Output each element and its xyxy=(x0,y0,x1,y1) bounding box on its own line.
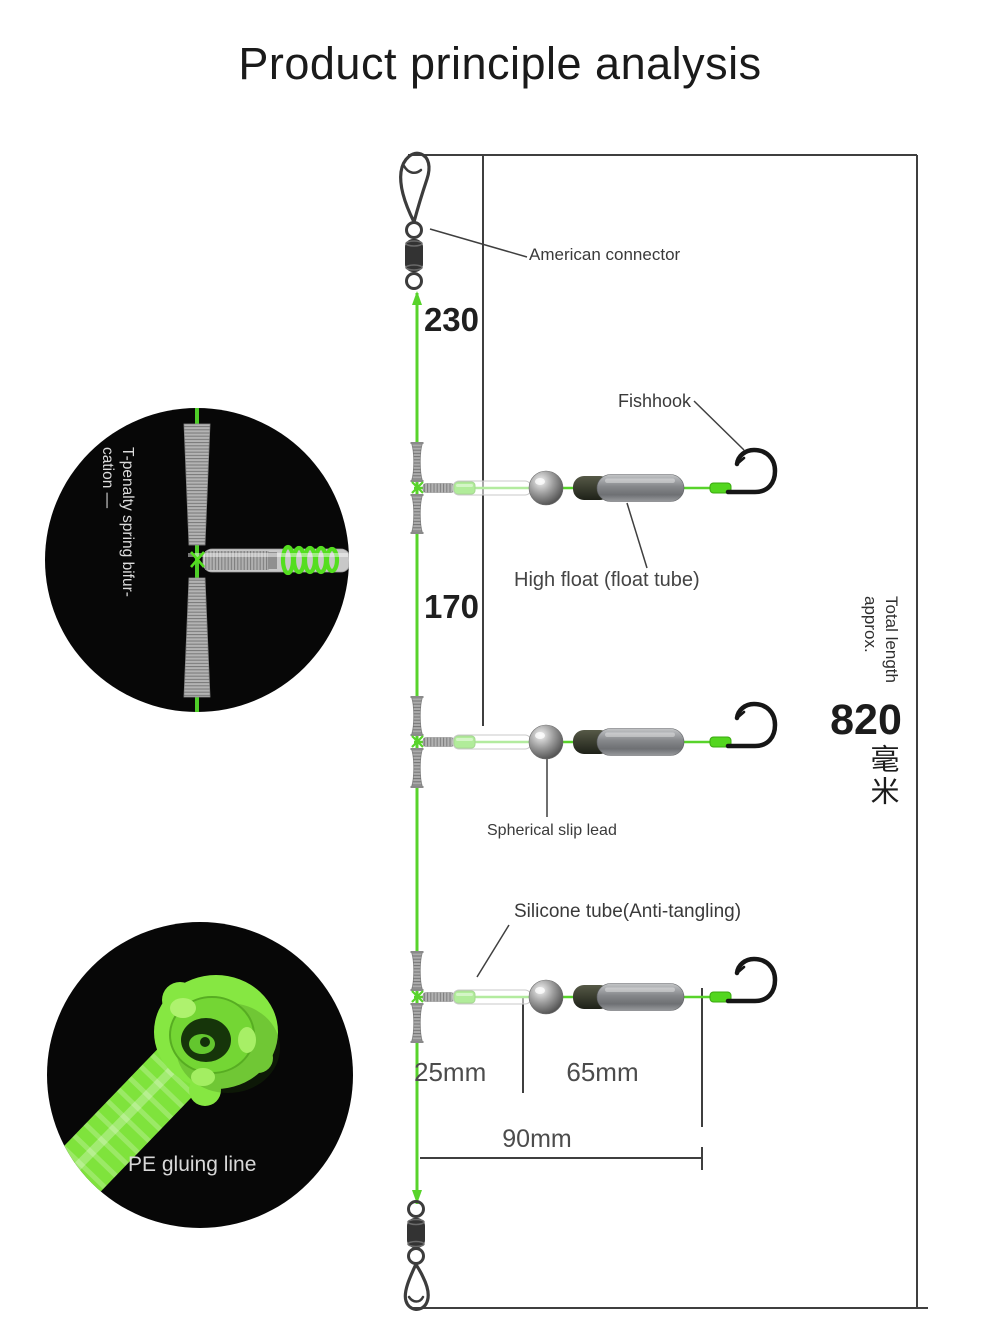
total-length-label-line1: Total length xyxy=(882,596,901,683)
t-spring-inset-label-line1: T-penalty spring bifur- xyxy=(119,447,136,597)
branch-assembly-1 xyxy=(412,450,775,505)
branch-assembly-2 xyxy=(412,704,775,759)
t-spring-vertical-coil xyxy=(183,423,211,698)
dimension-lines xyxy=(408,154,928,1309)
label-fishhook: Fishhook xyxy=(618,391,692,411)
t-spring-inset-label: T-penalty spring bifur- cation — xyxy=(95,447,137,657)
total-length-value: 820 xyxy=(830,696,902,744)
label-high-float: High float (float tube) xyxy=(514,569,700,591)
total-length-label-line2: approx. xyxy=(860,596,880,653)
inset-pe-line xyxy=(47,922,353,1228)
bottom-snap-swivel-icon xyxy=(403,1200,430,1311)
page-title: Product principle analysis xyxy=(238,38,762,89)
pe-tube-cross-section xyxy=(154,975,280,1106)
dimension-230: 230 xyxy=(423,301,479,338)
total-length-label: Total length approx. xyxy=(860,596,902,706)
total-length-unit: 毫米 xyxy=(866,744,898,808)
dimension-25mm: 25mm xyxy=(414,1057,487,1087)
label-silicone-tube: Silicone tube(Anti-tangling) xyxy=(514,901,742,922)
pe-tube xyxy=(47,1023,224,1221)
label-american-connector: American connector xyxy=(529,245,681,264)
american-connector-icon xyxy=(399,151,431,290)
label-spherical-slip-lead: Spherical slip lead xyxy=(487,822,617,839)
pointer-lines xyxy=(429,228,745,978)
branch-assembly-3 xyxy=(412,959,775,1014)
dimension-170: 170 xyxy=(423,588,479,625)
green-coil xyxy=(280,544,340,576)
inset-t-spring xyxy=(45,408,349,712)
t-spring-inset-label-line2: cation — xyxy=(98,447,116,509)
t-spring-horizontal-branch xyxy=(188,544,349,576)
dimension-90mm: 90mm xyxy=(502,1125,572,1153)
pe-gluing-line-label: PE gluing line xyxy=(128,1153,257,1176)
dimension-65mm: 65mm xyxy=(566,1057,639,1087)
